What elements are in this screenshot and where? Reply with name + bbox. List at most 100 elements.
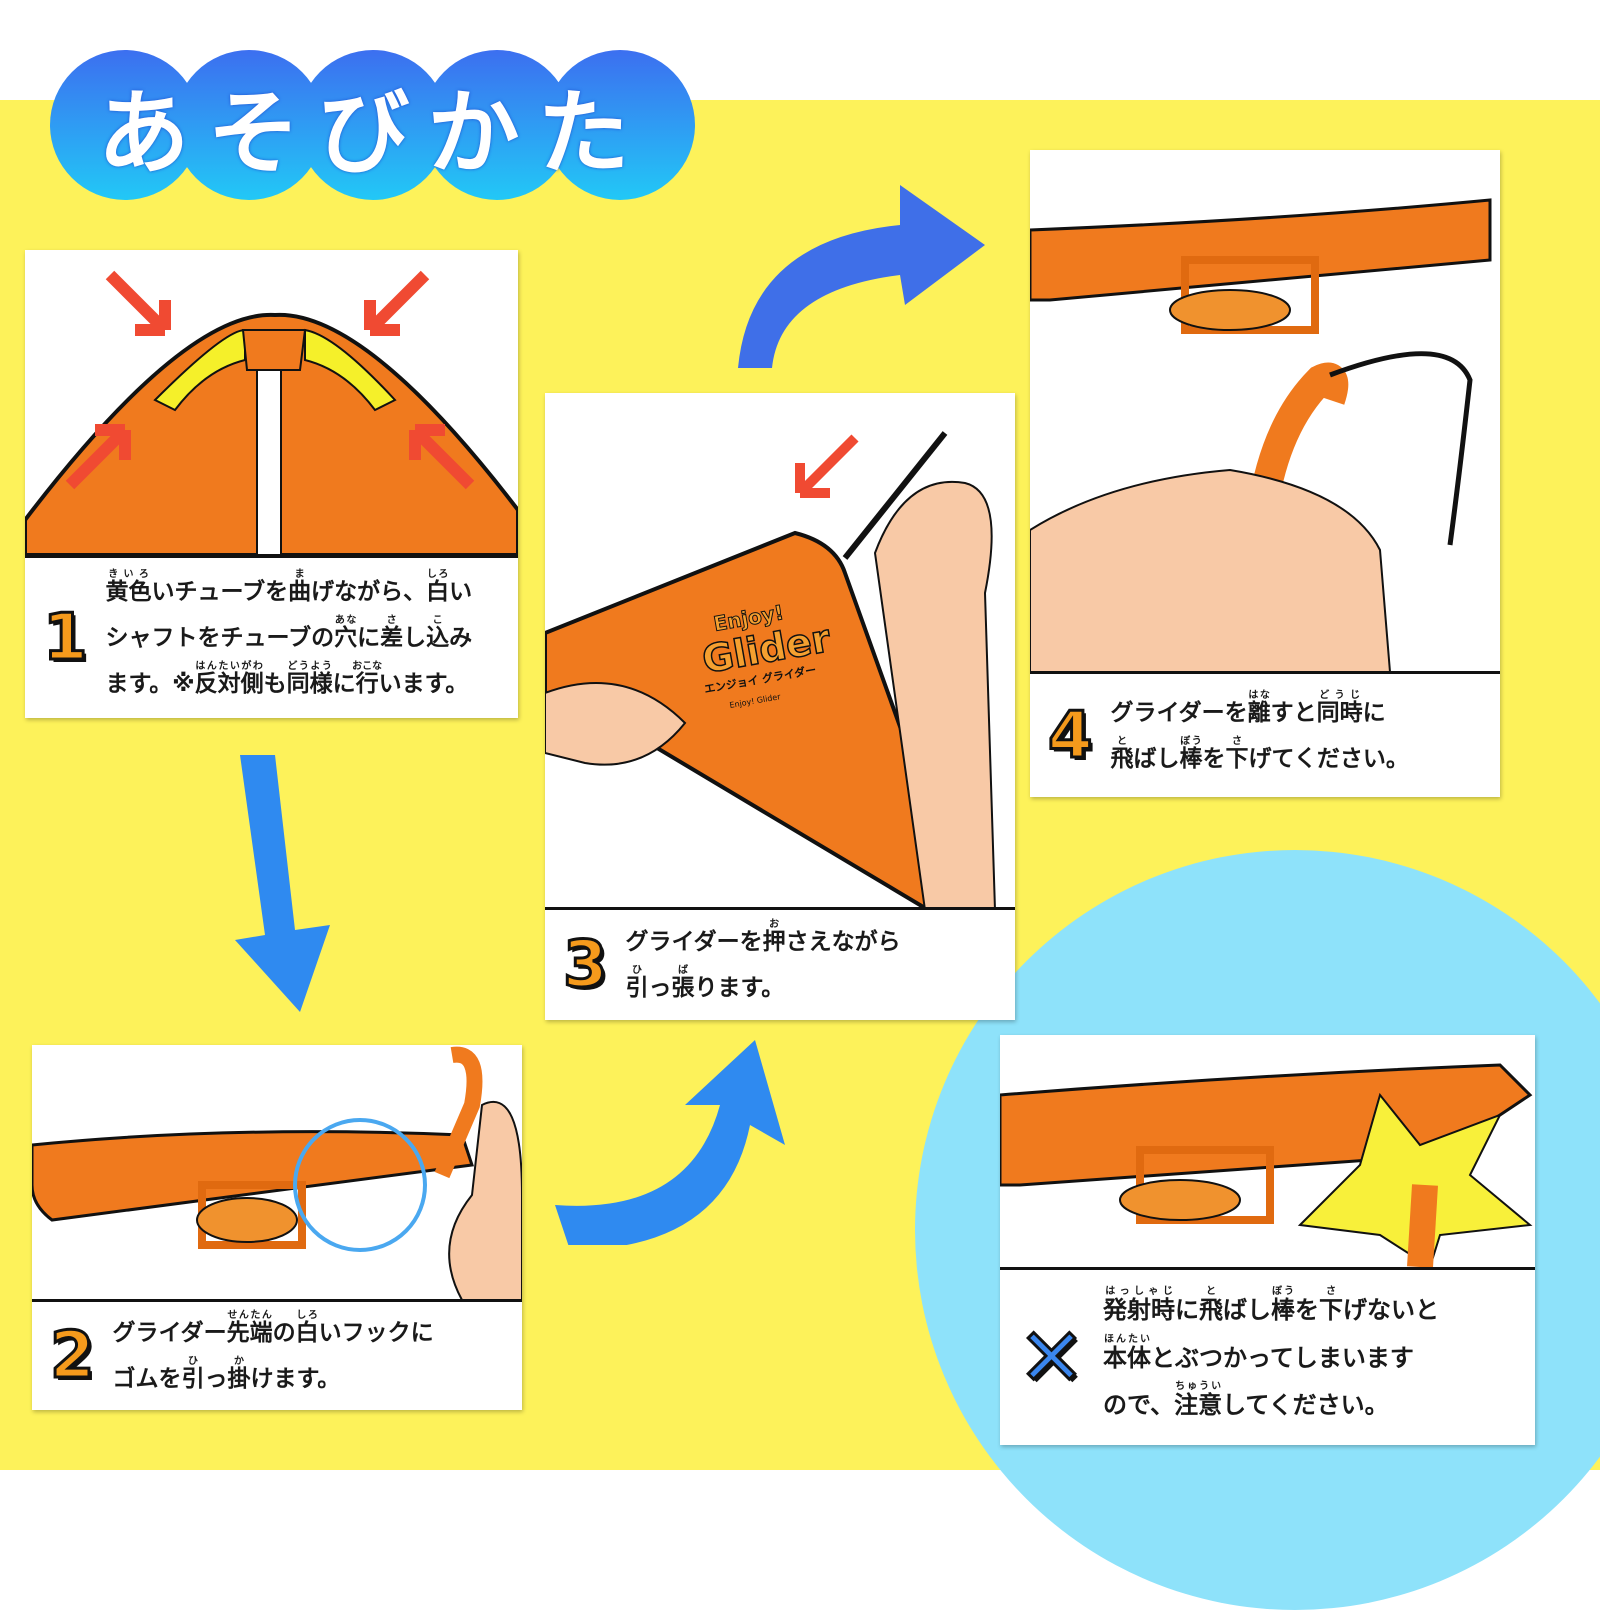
furigana: しろ <box>295 1310 319 1322</box>
furigana-word: 白しろ <box>295 1310 319 1347</box>
furigana: はっしゃじ <box>1103 1286 1176 1298</box>
furigana-word: 同時どうじ <box>1316 689 1363 726</box>
text-segment: とぶつかってしまいます <box>1151 1343 1414 1372</box>
furigana-word: 差さ <box>380 615 404 652</box>
step-1-number: 1 <box>42 600 90 677</box>
furigana-word: 反対側はんたいがわ <box>194 660 264 697</box>
text-segment: げながら、 <box>311 579 427 606</box>
text-line: ので、注意ちゅういしてください。 <box>1103 1381 1439 1429</box>
furigana: か <box>227 1356 251 1367</box>
step-4-text: グライダーを離はなすと同時どうじに飛とばし棒ぼうを下さげてください。 <box>1111 690 1409 781</box>
text-line: グライダーを離はなすと同時どうじに <box>1111 690 1409 736</box>
step-4-caption: 4 グライダーを離はなすと同時どうじに飛とばし棒ぼうを下さげてください。 <box>1030 671 1500 797</box>
furigana: ぼう <box>1179 735 1203 747</box>
text-segment: を <box>1202 745 1226 772</box>
text-segment: すと <box>1270 699 1317 726</box>
furigana-word: 本体ほんたい <box>1103 1333 1152 1372</box>
furigana: ひ <box>625 965 649 976</box>
step-2-number: 2 <box>49 1318 97 1395</box>
warning-panel: ✕ 発射時はっしゃじに飛とばし棒ぼうを下さげないと本体ほんたいとぶつかってしまい… <box>1000 1035 1535 1445</box>
text-segment: います。 <box>378 670 469 697</box>
text-segment: けます。 <box>250 1366 341 1392</box>
warning-x-icon: ✕ <box>1016 1310 1086 1406</box>
text-segment: してください。 <box>1222 1391 1389 1420</box>
furigana: ちゅうい <box>1174 1381 1223 1393</box>
furigana-word: 下さ <box>1225 735 1249 772</box>
text-segment: の <box>272 1320 296 1347</box>
text-segment: げてください。 <box>1248 745 1409 772</box>
furigana: しろ <box>426 569 450 581</box>
furigana: こ <box>426 615 450 627</box>
text-line: 引ひっ張ばります。 <box>626 965 901 1011</box>
furigana-word: 押お <box>762 919 786 956</box>
step-3-illustration: Enjoy! Glider エンジョイ グライダー Enjoy! Glider <box>545 431 997 910</box>
furigana-word: 同様どうよう <box>286 660 333 697</box>
furigana-word: 曲ま <box>288 569 312 606</box>
furigana: はんたいがわ <box>194 660 264 672</box>
furigana-word: 注意ちゅうい <box>1174 1381 1223 1420</box>
text-segment: に <box>1175 1296 1200 1325</box>
furigana-word: 張ば <box>671 965 695 1001</box>
text-segment: に <box>332 670 356 697</box>
furigana-word: 下さ <box>1319 1286 1344 1325</box>
arrow-down-icon <box>235 755 330 1012</box>
furigana: ほんたい <box>1103 1333 1152 1345</box>
furigana-word: 棒ぼう <box>1271 1286 1296 1325</box>
arrow-curve-up-icon <box>555 1040 785 1245</box>
text-segment: み <box>449 625 473 652</box>
text-line: 黄色きいろいチューブを曲まげながら、白しろい <box>106 569 473 615</box>
text-segment: も <box>263 670 287 697</box>
text-segment: さえながら <box>785 929 901 956</box>
text-segment: グライダーを <box>1110 699 1248 726</box>
furigana: せんたん <box>226 1310 273 1322</box>
step-2-panel: 2 グライダー先端せんたんの白しろいフックにゴムを引ひっ掛かけます。 <box>32 1045 522 1410</box>
step-2-illustration <box>32 1046 522 1300</box>
text-line: 本体ほんたいとぶつかってしまいます <box>1103 1334 1439 1382</box>
text-line: 発射時はっしゃじに飛とばし棒ぼうを下さげないと <box>1103 1286 1439 1334</box>
furigana: どうじ <box>1316 689 1363 701</box>
text-segment: げないと <box>1343 1296 1440 1325</box>
step-1-illustration <box>25 270 518 555</box>
text-segment: ばし <box>1223 1296 1272 1325</box>
text-segment: グライダー <box>112 1320 227 1347</box>
text-line: 飛とばし棒ぼうを下さげてください。 <box>1111 736 1409 782</box>
furigana-word: 黄色きいろ <box>105 569 152 606</box>
text-segment: ります。 <box>694 975 785 1001</box>
furigana: さ <box>1319 1286 1344 1298</box>
furigana: あな <box>334 615 358 627</box>
step-4-number: 4 <box>1047 697 1095 774</box>
furigana-word: 離はな <box>1247 689 1271 726</box>
furigana-word: 引ひ <box>625 965 649 1001</box>
step-3-text: グライダーを押おさえながら引ひっ張ばります。 <box>626 919 901 1010</box>
furigana: どうよう <box>286 660 333 672</box>
furigana-word: 引ひ <box>181 1356 205 1392</box>
text-segment: を <box>1295 1296 1320 1325</box>
furigana-word: 飛と <box>1110 735 1134 772</box>
text-segment: っ <box>648 975 672 1001</box>
warning-text: 発射時はっしゃじに飛とばし棒ぼうを下さげないと本体ほんたいとぶつかってしまいます… <box>1103 1286 1439 1429</box>
step-3-number: 3 <box>562 927 610 1004</box>
text-segment: ます。※ <box>105 670 195 697</box>
text-line: ゴムを引ひっ掛かけます。 <box>113 1356 434 1402</box>
furigana: と <box>1199 1286 1224 1298</box>
furigana-word: 飛と <box>1199 1286 1224 1325</box>
text-segment: に <box>357 625 381 652</box>
text-line: シャフトをチューブの穴あなに差さし込こみ <box>106 615 473 661</box>
furigana-word: 掛か <box>227 1356 251 1392</box>
furigana-word: 棒ぼう <box>1179 735 1203 772</box>
furigana: と <box>1110 735 1134 747</box>
text-segment: ばし <box>1133 745 1180 772</box>
furigana: きいろ <box>105 569 152 581</box>
warning-illustration <box>1000 1063 1533 1267</box>
furigana: おこな <box>352 660 383 672</box>
text-segment: に <box>1362 699 1386 726</box>
step-4-panel: 4 グライダーを離はなすと同時どうじに飛とばし棒ぼうを下さげてください。 <box>1030 150 1500 797</box>
step-1-panel: 1 黄色きいろいチューブを曲まげながら、白しろいシャフトをチューブの穴あなに差さ… <box>25 250 518 718</box>
furigana: さ <box>380 615 404 627</box>
text-segment: いフックに <box>318 1320 434 1347</box>
text-segment: ので、 <box>1103 1391 1175 1420</box>
furigana-word: 穴あな <box>334 615 358 652</box>
arrow-curve-right-icon <box>738 185 985 368</box>
text-segment: し <box>403 625 427 652</box>
furigana: ま <box>288 569 312 581</box>
